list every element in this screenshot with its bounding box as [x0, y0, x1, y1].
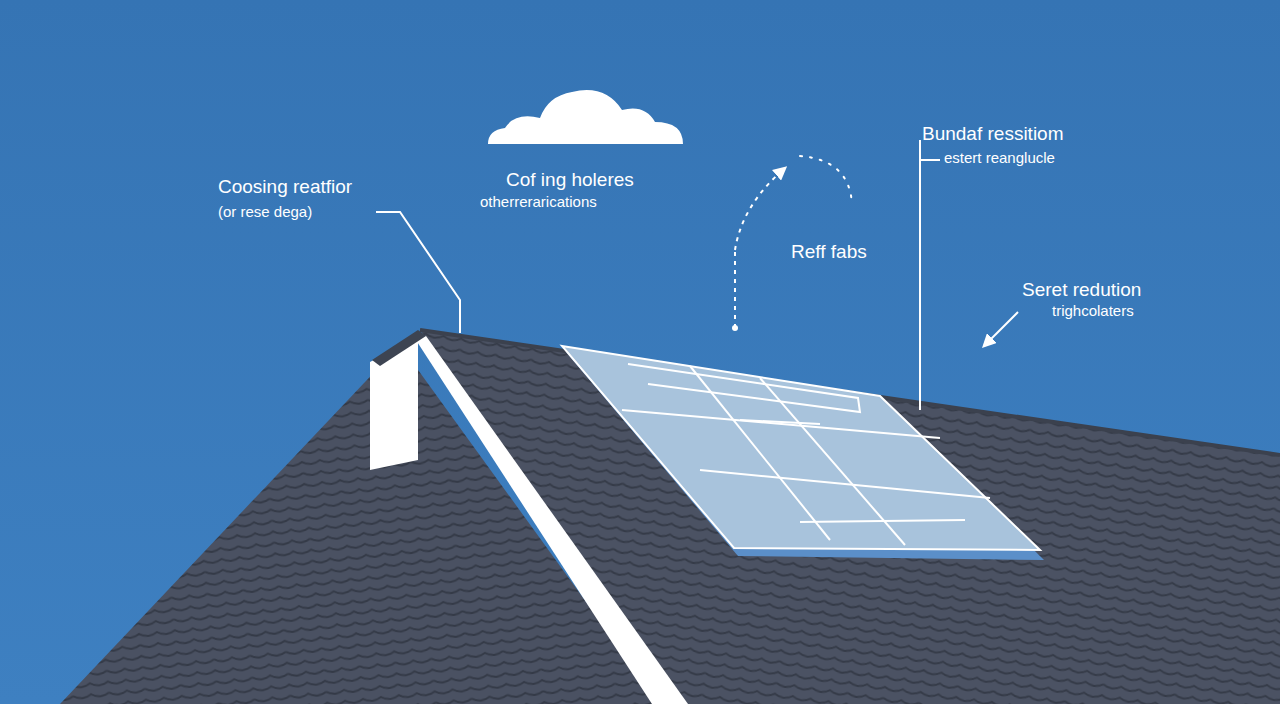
label-heading: Seret redution — [1022, 279, 1141, 301]
label-note: estert reanglucle — [944, 149, 1055, 166]
label-heading: Reff fabs — [791, 241, 867, 263]
cloud — [488, 90, 683, 144]
leader-lines — [376, 140, 1018, 410]
roof-left — [60, 345, 660, 704]
label-heading: Bundaf ressitiom — [922, 123, 1064, 145]
label-heading: Coosing reatfior — [218, 176, 352, 198]
solar-panel — [562, 346, 1044, 560]
label-note: (or rese dega) — [218, 203, 312, 220]
label-note: trighcolaters — [1052, 302, 1134, 319]
label-heading: Cof ing holeres — [506, 169, 634, 191]
label-note: otherrerarications — [480, 193, 597, 210]
